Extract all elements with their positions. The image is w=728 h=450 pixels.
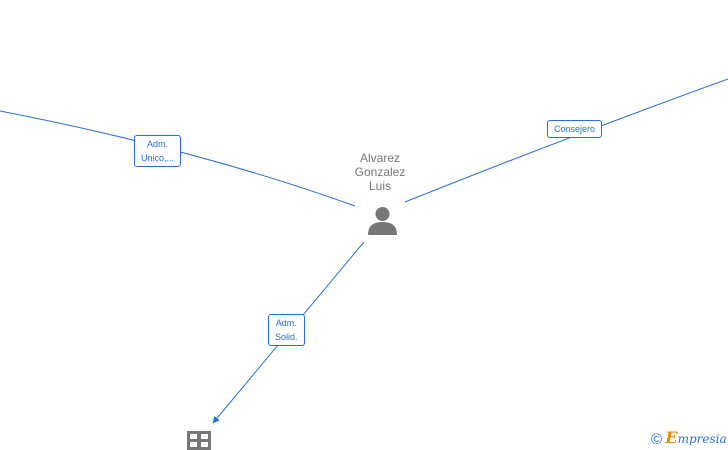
edge-left[interactable] (0, 110, 356, 207)
edge-label-line: Consejero (554, 124, 596, 134)
edge-right[interactable] (404, 78, 728, 203)
person-name[interactable]: Alvarez Gonzalez Luis (340, 151, 420, 193)
edge-label-consejero[interactable]: Consejero (547, 120, 603, 138)
copyright-symbol: © (651, 431, 663, 448)
person-icon[interactable] (367, 205, 398, 236)
person-name-line: Gonzalez (354, 165, 406, 179)
logo-wordmark: mpresia (677, 432, 727, 446)
company-building-icon[interactable] (187, 431, 211, 450)
person-name-line: Alvarez (359, 151, 400, 165)
logo-letter-e: E (665, 428, 678, 447)
edge-label-adm-solid[interactable]: Adm. Solid. (268, 314, 305, 346)
person-name-line: Luis (368, 179, 391, 193)
edge-label-line: Solid. (275, 332, 298, 342)
edge-label-adm-unico[interactable]: Adm. Unico,... (134, 135, 182, 167)
edge-label-line: Adm. (275, 318, 297, 328)
empresia-logo: © Empresia (651, 428, 727, 448)
edge-label-line: Adm. (147, 139, 169, 149)
edge-label-line: Unico,... (141, 153, 175, 163)
